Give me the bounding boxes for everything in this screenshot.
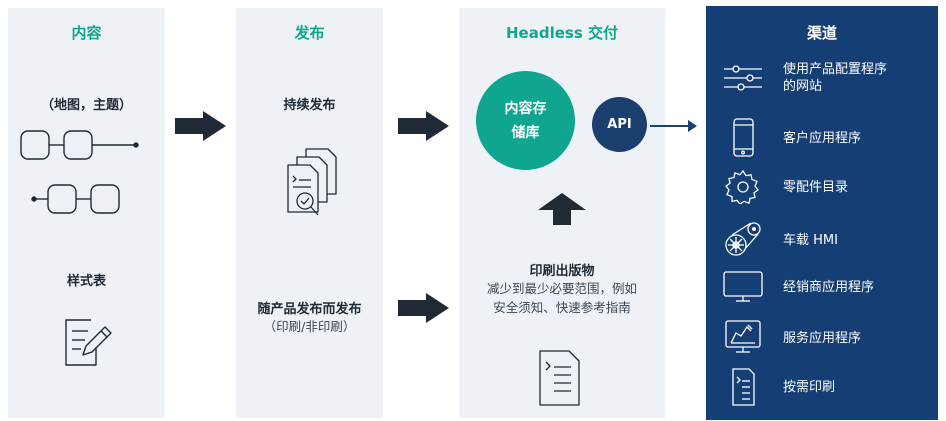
channels-title: 渠道 xyxy=(806,24,837,42)
headless-title: Headless 交付 xyxy=(506,24,618,42)
engine-belt-icon xyxy=(725,222,761,256)
arrow-right-icon xyxy=(175,111,226,141)
service-monitor-icon xyxy=(725,320,761,353)
print-desc-line2: 安全须知、快速参考指南 xyxy=(493,300,631,315)
channel-label: 服务应用程序 xyxy=(783,330,862,346)
channels-column: 渠道 使用产品配置程序 的网站 客户应用程序 xyxy=(706,6,938,420)
channel-label: 零配件目录 xyxy=(783,179,849,195)
sliders-icon xyxy=(724,65,762,91)
channel-print-on-demand: 按需印刷 xyxy=(723,367,932,407)
maps-topics-label: （地图，主题） xyxy=(40,98,132,113)
channel-label-cont: 的网站 xyxy=(783,79,823,94)
channel-service-app: 服务应用程序 xyxy=(723,319,932,357)
document-list-icon xyxy=(732,368,755,406)
publish-title: 发布 xyxy=(294,24,325,42)
arrow-right-icon xyxy=(398,293,449,323)
channel-product-configurator-site: 使用产品配置程序 的网站 xyxy=(723,61,932,95)
gear-icon xyxy=(725,170,759,204)
topic-map-icon xyxy=(20,130,139,214)
channel-label: 使用产品配置程序 xyxy=(783,62,888,77)
content-repository-node: 内容存 储库 xyxy=(476,71,575,170)
stylesheet-label: 样式表 xyxy=(66,274,106,289)
print-publication-label: 印刷出版物 xyxy=(529,264,595,279)
api-node: API xyxy=(592,97,647,152)
channel-label: 按需印刷 xyxy=(783,379,836,395)
publish-column: 发布 持续发布 随产品发布而发布 （印刷/非印刷） xyxy=(236,8,383,418)
arrow-up-icon xyxy=(538,193,586,225)
stylesheet-edit-icon xyxy=(65,319,112,366)
channel-label: 客户应用程序 xyxy=(783,130,862,146)
arrow-thin-right-icon xyxy=(650,120,697,132)
continuous-publish-label: 持续发布 xyxy=(283,98,336,113)
product-publish-label: 随产品发布而发布 xyxy=(257,302,362,317)
channel-parts-catalog: 零配件目录 xyxy=(723,170,932,204)
content-column: 内容 （地图，主题） 样式表 xyxy=(8,8,165,418)
product-publish-sub: （印刷/非印刷） xyxy=(263,319,356,334)
documents-check-icon xyxy=(287,148,337,216)
channel-customer-app: 客户应用程序 xyxy=(723,118,932,158)
repo-line1: 内容存 xyxy=(504,100,547,117)
print-desc-line1: 减少到最少必要范围，例如 xyxy=(486,281,637,296)
channel-in-vehicle-hmi: 车载 HMI xyxy=(723,220,932,260)
content-title: 内容 xyxy=(71,24,102,42)
document-list-icon xyxy=(539,350,580,406)
repo-line2: 储库 xyxy=(511,124,540,141)
headless-column: Headless 交付 内容存 储库 API 印刷出版物 减少到最少必要范围，例… xyxy=(459,8,665,418)
arrow-right-icon xyxy=(398,111,449,141)
phone-icon xyxy=(733,118,754,157)
channel-label: 车载 HMI xyxy=(783,232,838,248)
monitor-icon xyxy=(723,271,763,302)
channel-label: 经销商应用程序 xyxy=(783,279,875,295)
channel-dealer-app: 经销商应用程序 xyxy=(723,270,932,304)
api-label: API xyxy=(607,117,632,132)
